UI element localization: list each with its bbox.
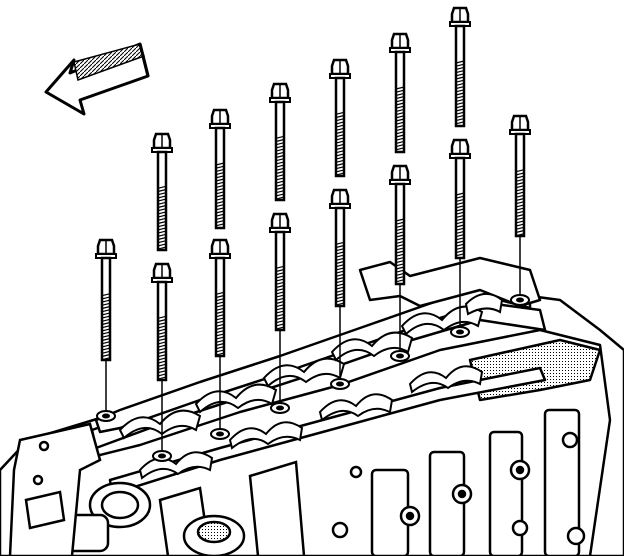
head-bolt xyxy=(151,132,173,252)
camshaft-nose xyxy=(56,481,246,556)
side-bosses xyxy=(331,431,586,546)
head-bolt xyxy=(95,238,117,412)
head-bolt xyxy=(449,138,471,328)
bolt-shank xyxy=(454,24,466,128)
head-bolt xyxy=(449,6,471,128)
head-bolt xyxy=(329,188,351,380)
head-bolt xyxy=(389,164,411,352)
bolt-hole-bore xyxy=(158,453,166,459)
block-ports xyxy=(158,408,581,556)
head-bolts xyxy=(95,6,531,452)
front-end-cover xyxy=(8,422,102,556)
bolt-hole-bore xyxy=(216,431,224,437)
bolt-shank xyxy=(394,50,406,154)
head-bolt xyxy=(269,212,291,404)
head-bolt xyxy=(329,58,351,178)
bolt-shank xyxy=(454,156,466,260)
head-bolt xyxy=(151,262,173,452)
bolt-hole-bore xyxy=(276,405,284,411)
bolt-hole-bore xyxy=(396,353,404,359)
bolt-hole-bore xyxy=(516,297,524,303)
head-bolt xyxy=(509,114,531,296)
bolt-shank xyxy=(514,132,526,238)
head-bolt xyxy=(209,108,231,230)
head-bolt xyxy=(389,32,411,154)
head-bolt xyxy=(269,82,291,202)
bolt-shank xyxy=(214,126,226,230)
head-bolt xyxy=(209,238,231,430)
bolt-hole-bore xyxy=(456,329,464,335)
bolt-holes xyxy=(96,294,530,462)
bolt-hole-bore xyxy=(102,413,110,419)
direction-arrow-icon xyxy=(44,42,150,116)
bolt-shank xyxy=(394,182,406,286)
bolt-shank xyxy=(100,256,112,362)
bolt-hole-bore xyxy=(336,381,344,387)
